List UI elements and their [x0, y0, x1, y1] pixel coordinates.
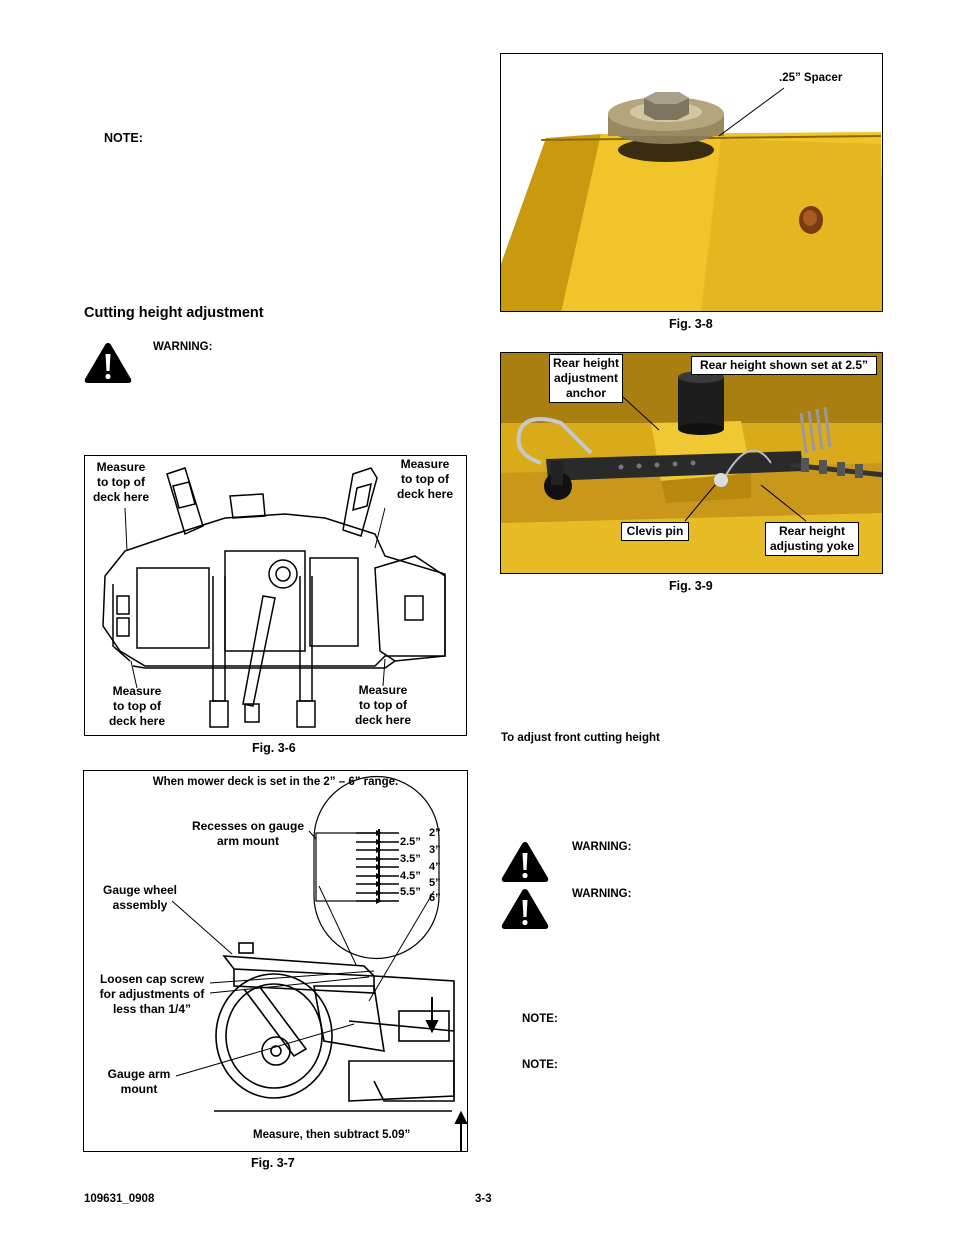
gauge-wheel-drawing [171, 775, 467, 1151]
fig9-clevis-label: Clevis pin [621, 522, 689, 541]
page-number: 3-3 [475, 1193, 492, 1205]
scale-label: 5” [429, 877, 441, 889]
scale-label: 2.5” [400, 836, 421, 848]
scale-label: 6” [429, 892, 441, 904]
fig-3-6-caption: Fig. 3-6 [252, 741, 296, 755]
spacer-label: .25” Spacer [779, 72, 843, 84]
fig-3-7-frame: When mower deck is set in the 2” – 6” ra… [83, 770, 468, 1152]
scale-label: 3” [429, 844, 441, 856]
fig7-measure-label: Measure, then subtract 5.09” [253, 1129, 411, 1141]
deck-drawing [102, 467, 446, 728]
scale-label: 2” [429, 827, 441, 839]
warning-icon [83, 341, 133, 385]
warning-label: WARNING: [572, 841, 632, 853]
warning-label: WARNING: [153, 341, 213, 353]
fig-3-8-caption: Fig. 3-8 [669, 317, 713, 331]
fig7-header: When mower deck is set in the 2” – 6” ra… [152, 776, 399, 788]
scale-label: 3.5” [400, 853, 421, 865]
section-title: Cutting height adjustment [84, 305, 264, 321]
fig9-shown-label: Rear height shown set at 2.5” [691, 356, 877, 375]
fig-3-7-caption: Fig. 3-7 [251, 1156, 295, 1170]
note-label: NOTE: [522, 1013, 558, 1025]
warning-label: WARNING: [572, 888, 632, 900]
front-height-heading: To adjust front cutting height [501, 732, 660, 744]
scale-label: 4.5” [400, 870, 421, 882]
spacer-photo [501, 54, 882, 311]
note-label: NOTE: [522, 1059, 558, 1071]
warning-icon [500, 840, 550, 884]
fig-3-9-caption: Fig. 3-9 [669, 579, 713, 593]
fig-3-8-frame: .25” Spacer [500, 53, 883, 312]
note-label: NOTE: [104, 131, 143, 145]
doc-number: 109631_0908 [84, 1193, 155, 1205]
scale-label: 5.5” [400, 886, 421, 898]
scale-label: 4” [429, 861, 441, 873]
warning-icon [500, 887, 550, 931]
